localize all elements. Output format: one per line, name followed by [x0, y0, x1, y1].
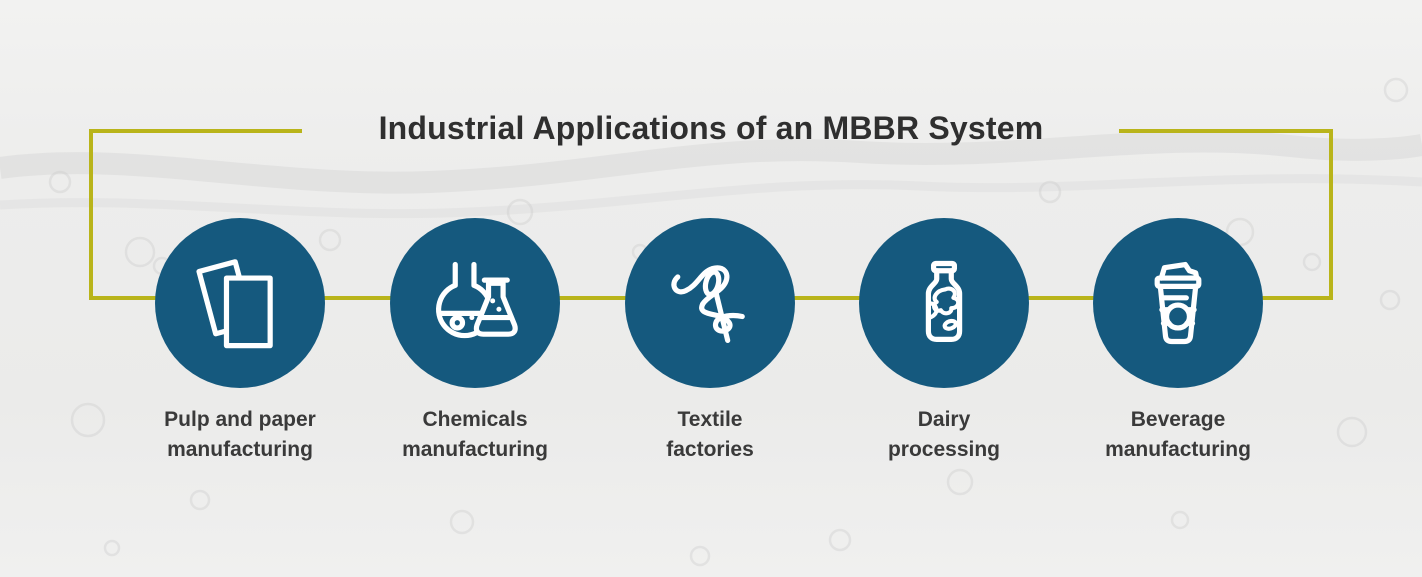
- beverage-circle: [1093, 218, 1263, 388]
- pulp-paper-circle: [155, 218, 325, 388]
- item-label: Chemicals manufacturing: [402, 408, 548, 461]
- application-item-textile: Textile factories: [590, 218, 830, 465]
- application-item-beverage: Beverage manufacturing: [1058, 218, 1298, 465]
- application-item-pulp-paper: Pulp and paper manufacturing: [120, 218, 360, 465]
- item-label: Beverage manufacturing: [1105, 408, 1251, 461]
- application-item-chemicals: Chemicals manufacturing: [355, 218, 595, 465]
- beverage-cup-icon: [1154, 261, 1202, 345]
- paper-sheets-icon: [196, 259, 273, 349]
- textile-circle: [625, 218, 795, 388]
- chemical-flasks-icon: [436, 261, 518, 339]
- needle-thread-icon: [671, 265, 745, 344]
- item-label: Dairy processing: [887, 408, 1001, 461]
- application-item-dairy: Dairy processing: [824, 218, 1064, 465]
- page-title: Industrial Applications of an MBBR Syste…: [378, 110, 1044, 146]
- dairy-circle: [859, 218, 1029, 388]
- item-label: Textile factories: [666, 408, 754, 461]
- chemicals-circle: [390, 218, 560, 388]
- milk-bottle-icon: [925, 260, 963, 342]
- item-label: Pulp and paper manufacturing: [164, 408, 316, 461]
